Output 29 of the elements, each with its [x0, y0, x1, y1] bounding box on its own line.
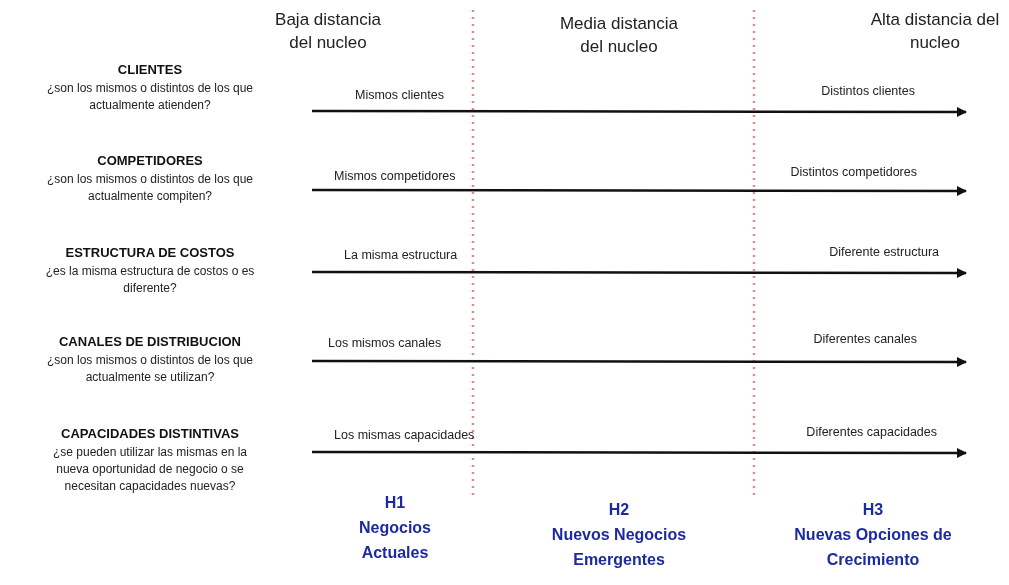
column-header: Baja distancia del nucleo [274, 9, 382, 54]
horizon-code: H3 [861, 500, 885, 520]
scale-end-label: Distintos clientes [821, 84, 915, 98]
horizon-name: Nuevos Negocios Emergentes [550, 525, 688, 570]
horizon-name: Nuevas Opciones de Crecimiento [793, 525, 953, 570]
row-question: ¿son los mismos o distintos de los que actualmente se utilizan? [45, 352, 255, 386]
row-question: ¿son los mismos o distintos de los que actualmente compiten? [45, 171, 255, 205]
row-question: ¿es la misma estructura de costos o es diferente? [44, 263, 256, 297]
horizon-code: H1 [383, 493, 407, 513]
column-header: Media distancia del nucleo [558, 13, 680, 58]
horizon-code: H2 [607, 500, 631, 520]
scale-start-label: Los mismas capacidades [334, 428, 475, 442]
scale-start-label: Mismos clientes [355, 88, 444, 102]
row-heading: ESTRUCTURA DE COSTOS [64, 245, 236, 260]
scale-end-label: Diferentes canales [813, 332, 917, 346]
row-question: ¿se pueden utilizar las mismas en la nueva oportunidad de negocio o se necesitan capacidades nuevas? [51, 444, 249, 495]
scale-end-label: Distintos competidores [790, 165, 917, 179]
row-question: ¿son los mismos o distintos de los que actualmente atienden? [45, 80, 255, 114]
row-heading: CANALES DE DISTRIBUCION [58, 334, 242, 349]
row-heading: CAPACIDADES DISTINTIVAS [60, 426, 240, 441]
column-header: Alta distancia del nucleo [870, 9, 1000, 54]
horizon-name: Negocios Actuales [358, 518, 432, 563]
scale-end-label: Diferentes capacidades [806, 425, 937, 439]
scale-start-label: Mismos competidores [334, 169, 456, 183]
scale-start-label: La misma estructura [344, 248, 458, 262]
scale-end-label: Diferente estructura [829, 245, 939, 259]
row-heading: CLIENTES [116, 62, 184, 77]
scale-start-label: Los mismos canales [328, 336, 442, 350]
row-heading: COMPETIDORES [96, 153, 204, 168]
